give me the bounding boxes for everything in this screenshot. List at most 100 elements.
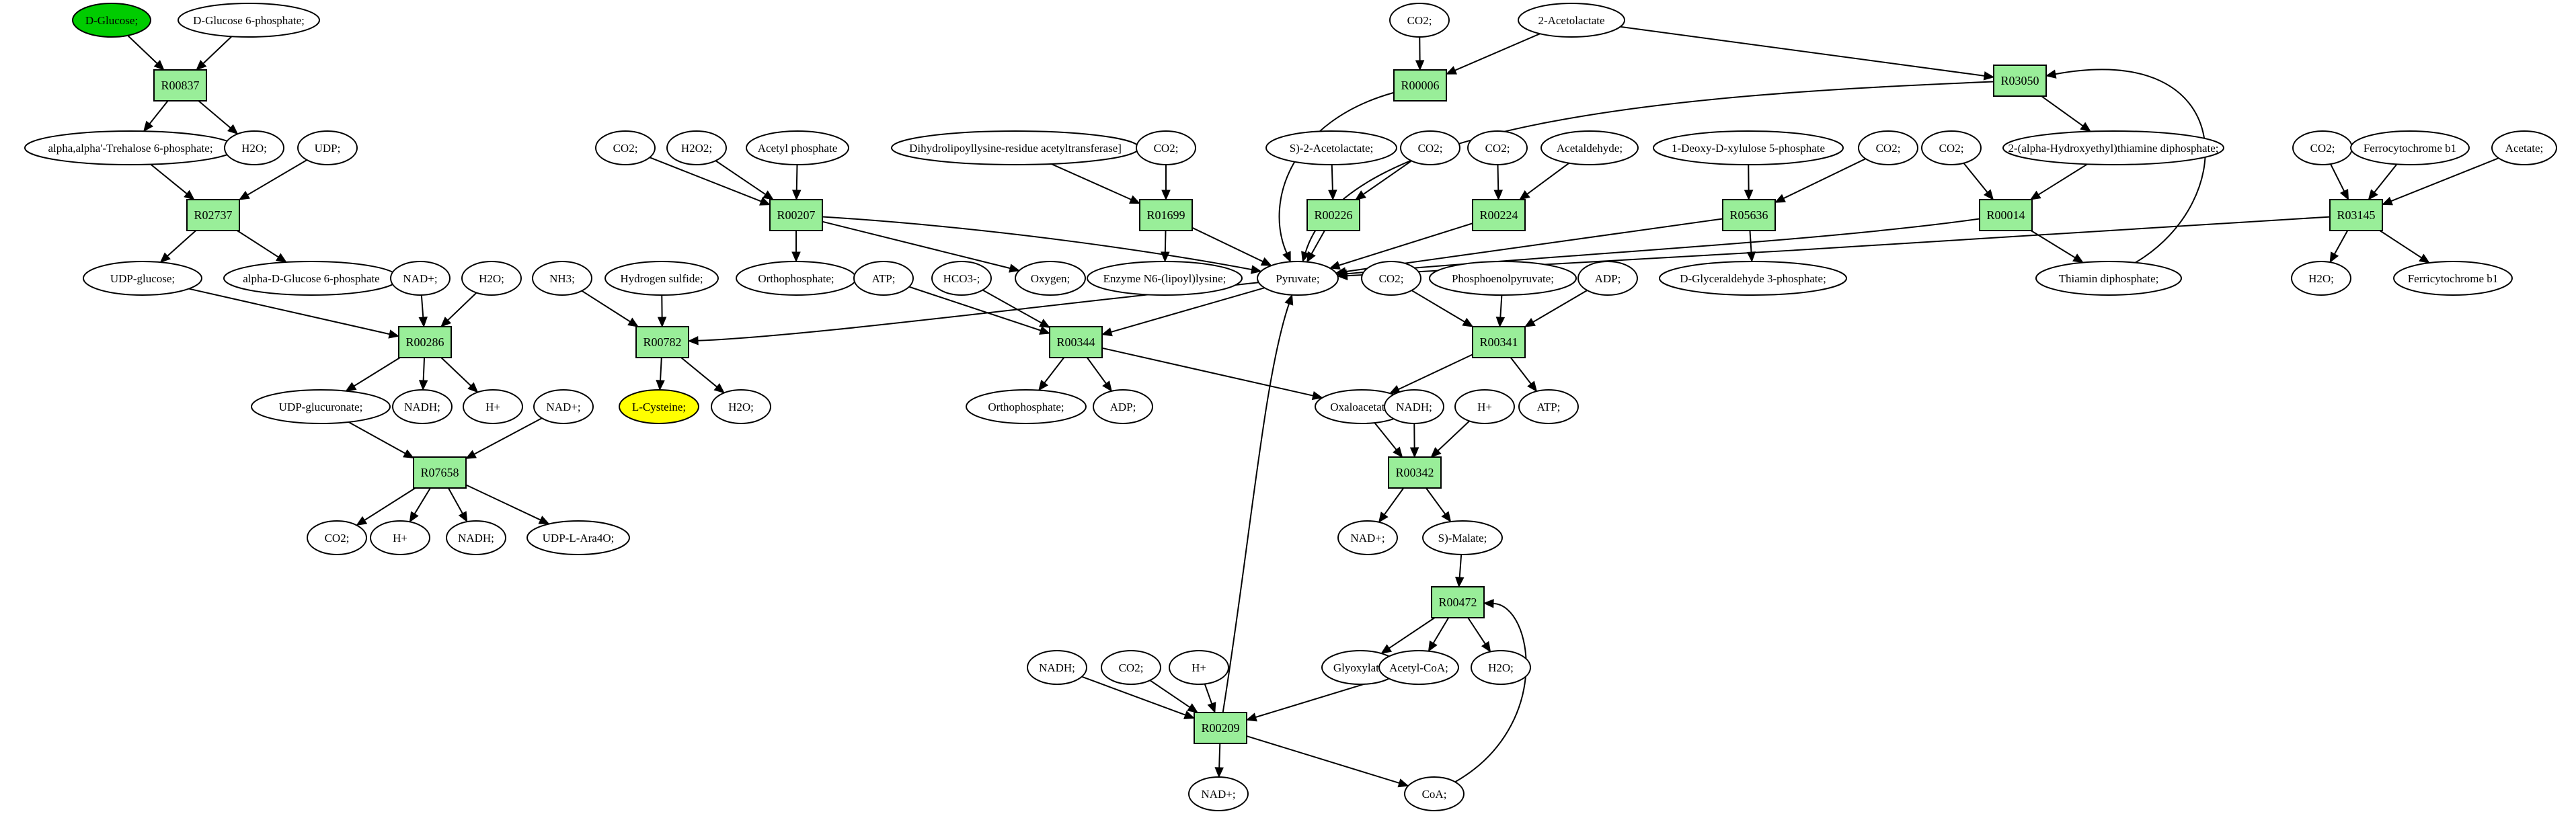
compound-node[interactable]: Orthophosphate;	[966, 389, 1087, 424]
arrowhead-layer	[143, 60, 2430, 788]
edge-R07658-to-co2_a	[364, 487, 416, 521]
edge-R00344-to-oxaloacetate	[1101, 347, 1314, 397]
compound-node[interactable]: Acetate;	[2491, 130, 2557, 165]
compound-label: ATP;	[872, 272, 896, 285]
compound-node[interactable]: CO2;	[595, 130, 656, 165]
compound-node[interactable]: CO2;	[307, 520, 367, 555]
compound-node[interactable]: CO2;	[1136, 130, 1196, 165]
reaction-label: R00342	[1395, 466, 1434, 479]
compound-label: NADH;	[458, 532, 494, 544]
compound-label: 2-Acetolactate	[1538, 14, 1604, 27]
compound-node[interactable]: D-Glyceraldehyde 3-phosphate;	[1659, 261, 1847, 296]
edge-R00207-to-pyruvate	[822, 216, 1252, 271]
compound-node[interactable]: NAD+;	[533, 389, 594, 424]
compound-node[interactable]: 2-Acetolactate	[1518, 3, 1625, 38]
reaction-node[interactable]: R00006	[1393, 69, 1447, 101]
compound-node[interactable]: H2O;	[1471, 650, 1531, 685]
compound-node[interactable]: H2O;	[2291, 261, 2351, 296]
compound-node[interactable]: NAD+;	[1188, 776, 1249, 811]
compound-ellipse	[595, 130, 656, 165]
compound-node[interactable]: Acetyl phosphate	[746, 130, 849, 165]
compound-node[interactable]: H+	[370, 520, 430, 555]
compound-node[interactable]: 1-Deoxy-D-xylulose 5-phosphate	[1653, 130, 1844, 165]
compound-node[interactable]: CoA;	[1404, 776, 1465, 811]
compound-node[interactable]: NADH;	[446, 520, 506, 555]
compound-node[interactable]: D-Glucose 6-phosphate;	[178, 3, 320, 38]
compound-ellipse	[1921, 130, 1982, 165]
compound-node[interactable]: NAD+;	[1337, 520, 1398, 555]
reaction-node[interactable]: R00342	[1388, 456, 1442, 489]
compound-node[interactable]: UDP-glucuronate;	[251, 389, 391, 424]
reaction-node[interactable]: R00472	[1431, 586, 1485, 618]
compound-node[interactable]: H+	[1454, 389, 1515, 424]
arrowhead-R03050-to-pyruvate	[1301, 251, 1311, 263]
compound-node[interactable]: alpha-D-Glucose 6-phosphate	[223, 261, 399, 296]
reaction-node[interactable]: R05636	[1722, 199, 1776, 231]
compound-node[interactable]: ADP;	[1577, 261, 1638, 296]
arrowhead-R00342-to-nad_c	[1378, 512, 1389, 523]
reaction-node[interactable]: R07658	[413, 456, 467, 489]
arrowhead-R07658-to-co2_a	[356, 516, 368, 526]
compound-node[interactable]: alpha,alpha'-Trehalose 6-phosphate;	[24, 130, 237, 165]
compound-node[interactable]: UDP;	[297, 130, 358, 165]
compound-node[interactable]: H2O2;	[666, 130, 727, 165]
compound-node[interactable]: S)-2-Acetolactate;	[1265, 130, 1397, 165]
compound-node[interactable]: CO2;	[1400, 130, 1460, 165]
compound-node[interactable]: Enzyme N6-(lipoyl)lysine;	[1087, 261, 1243, 296]
reaction-node[interactable]: R03050	[1993, 65, 2047, 97]
compound-node[interactable]: CO2;	[1361, 261, 1421, 296]
reaction-node[interactable]: R00226	[1306, 199, 1360, 231]
compound-node[interactable]: Phosphoenolpyruvate;	[1429, 261, 1577, 296]
reaction-node[interactable]: R00286	[398, 326, 452, 358]
reaction-node[interactable]: R00207	[769, 199, 823, 231]
edge-oxaloacetate-to-R00342	[1374, 422, 1397, 450]
reaction-node[interactable]: R02737	[186, 199, 240, 231]
compound-node[interactable]: Acetaldehyde;	[1540, 130, 1639, 165]
compound-node[interactable]: D-Glucose;	[72, 3, 151, 38]
compound-node[interactable]: Thiamin diphosphate;	[2035, 261, 2182, 296]
compound-node[interactable]: UDP-L-Ara4O;	[526, 520, 630, 555]
compound-node[interactable]: S)-Malate;	[1422, 520, 1503, 555]
compound-node[interactable]: Dihydrolipoyllysine-residue acetyltransf…	[891, 130, 1140, 165]
compound-node[interactable]: UDP-glucose;	[83, 261, 202, 296]
reaction-node[interactable]: R00209	[1194, 712, 1247, 744]
compound-node[interactable]: CO2;	[1467, 130, 1528, 165]
compound-node[interactable]: ATP;	[1518, 389, 1579, 424]
compound-node[interactable]: NADH;	[1027, 650, 1087, 685]
compound-node[interactable]: NAD+;	[390, 261, 451, 296]
reaction-node[interactable]: R00344	[1049, 326, 1103, 358]
compound-node[interactable]: CO2;	[1921, 130, 1982, 165]
compound-node[interactable]: Orthophosphate;	[736, 261, 857, 296]
reaction-node[interactable]: R01699	[1139, 199, 1193, 231]
compound-node[interactable]: NADH;	[392, 389, 453, 424]
edge-acetate-to-R03145	[2390, 157, 2499, 202]
compound-node[interactable]: HCO3-;	[931, 261, 992, 296]
compound-node[interactable]: H+	[463, 389, 523, 424]
compound-node[interactable]: H2O;	[224, 130, 284, 165]
compound-node[interactable]: 2-(alpha-Hydroxyethyl)thiamine diphospha…	[2002, 130, 2224, 165]
compound-node[interactable]: Ferrocytochrome b1	[2350, 130, 2470, 165]
compound-node[interactable]: Acetyl-CoA;	[1378, 650, 1459, 685]
compound-node[interactable]: ADP;	[1093, 389, 1153, 424]
compound-node[interactable]: Ferricytochrome b1	[2393, 261, 2513, 296]
reaction-node[interactable]: R00224	[1472, 199, 1526, 231]
compound-node[interactable]: CO2;	[1858, 130, 1918, 165]
compound-node[interactable]: NH3;	[532, 261, 592, 296]
reaction-node[interactable]: R03145	[2329, 199, 2383, 231]
compound-node[interactable]: H+	[1169, 650, 1229, 685]
compound-node[interactable]: CO2;	[1101, 650, 1161, 685]
compound-node[interactable]: Hydrogen sulfide;	[604, 261, 719, 296]
compound-node[interactable]: ATP;	[853, 261, 914, 296]
compound-node[interactable]: H2O;	[461, 261, 522, 296]
compound-node[interactable]: Pyruvate;	[1257, 261, 1339, 296]
reaction-node[interactable]: R00014	[1979, 199, 2033, 231]
reaction-node[interactable]: R00341	[1472, 326, 1526, 358]
compound-node[interactable]: L-Cysteine;	[619, 389, 699, 424]
reaction-node[interactable]: R00782	[635, 326, 689, 358]
compound-node[interactable]: H2O;	[711, 389, 771, 424]
compound-node[interactable]: NADH;	[1384, 389, 1444, 424]
compound-node[interactable]: CO2;	[1389, 3, 1450, 38]
compound-node[interactable]: CO2;	[2292, 130, 2353, 165]
reaction-node[interactable]: R00837	[153, 69, 207, 101]
compound-node[interactable]: Oxygen;	[1015, 261, 1086, 296]
